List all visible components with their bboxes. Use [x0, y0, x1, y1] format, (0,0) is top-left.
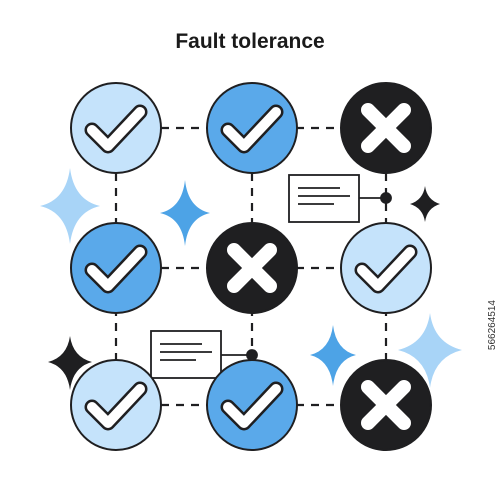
sparkle-icon — [160, 180, 210, 246]
server-node-r2c3 — [340, 222, 432, 314]
sparkle-icon — [40, 168, 100, 244]
server-node-r2c2 — [206, 222, 298, 314]
server-node-r3c2 — [206, 359, 298, 451]
check-icon — [84, 381, 148, 431]
server-node-r3c1 — [70, 359, 162, 451]
sparkles — [40, 168, 462, 390]
server-nodes — [70, 82, 432, 451]
check-icon — [354, 244, 418, 294]
cross-icon — [361, 103, 411, 153]
check-icon — [84, 104, 148, 154]
document-note-icon — [150, 330, 222, 379]
note-card-bottom — [150, 330, 258, 379]
server-node-r1c3 — [340, 82, 432, 174]
cross-icon — [361, 380, 411, 430]
sparkle-icon — [48, 336, 92, 390]
server-node-r1c1 — [70, 82, 162, 174]
check-icon — [220, 104, 284, 154]
side-caption: 566264514 — [487, 300, 498, 351]
connector-node — [246, 349, 258, 361]
check-icon — [84, 244, 148, 294]
server-node-r2c1 — [70, 222, 162, 314]
page-title: Fault tolerance — [175, 30, 325, 53]
check-icon — [220, 381, 284, 431]
document-note-icon — [288, 174, 360, 223]
server-node-r1c2 — [206, 82, 298, 174]
server-node-r3c3 — [340, 359, 432, 451]
connector-node — [380, 192, 392, 204]
sparkle-icon — [398, 313, 462, 388]
sparkle-icon — [410, 186, 440, 222]
cross-icon — [227, 243, 277, 293]
note-card-top — [288, 174, 392, 223]
sparkle-icon — [310, 325, 356, 386]
